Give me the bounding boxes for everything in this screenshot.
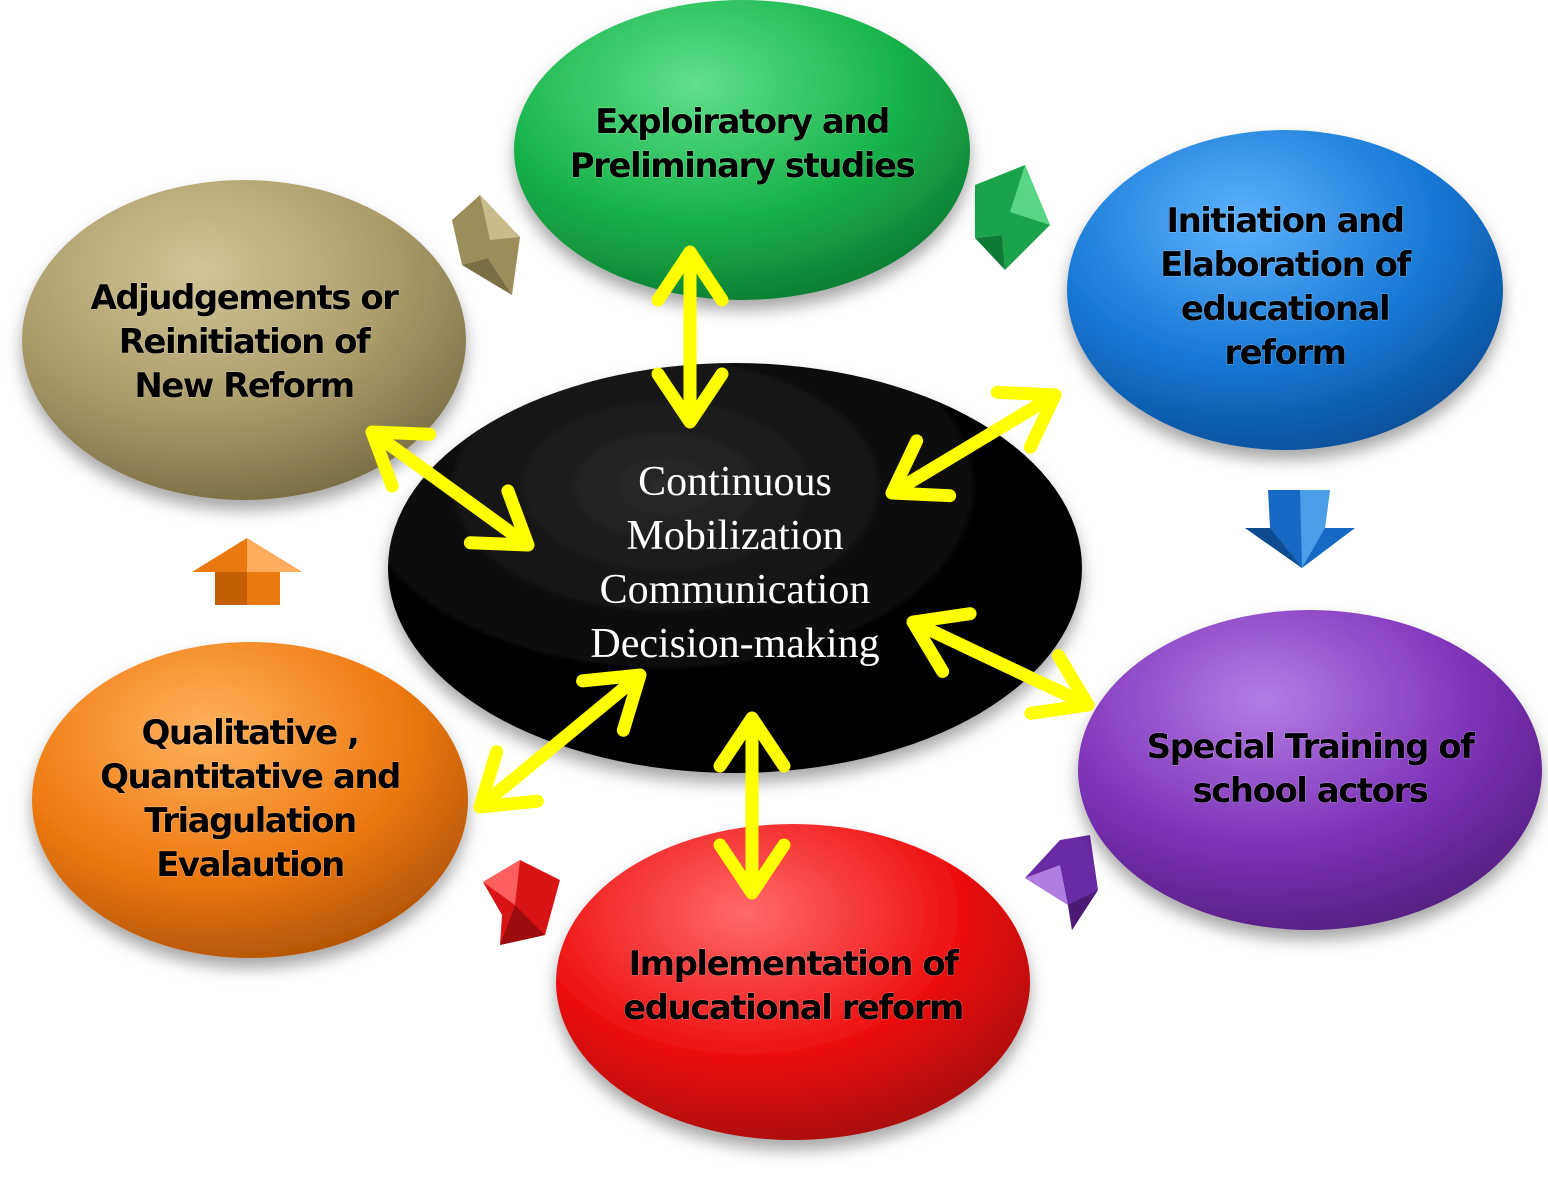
node-training-label-line: school actors: [1192, 771, 1427, 811]
node-evaluation-label-line: Evalaution: [156, 845, 344, 885]
node-evaluation-label-line: Triagulation: [144, 801, 355, 841]
cycle-arrow-implementation-to-evaluation: [483, 860, 560, 945]
node-evaluation-label-line: Quantitative and: [100, 757, 400, 797]
node-initiation-label-line: reform: [1224, 333, 1345, 373]
node-initiation-label-line: Initiation and: [1166, 201, 1403, 241]
node-evaluation-label-line: Qualitative ,: [142, 713, 359, 753]
center-label-line: Mobilization: [627, 513, 844, 559]
center-label-line: Communication: [600, 567, 871, 613]
node-adjudgement-label-line: Adjudgements or: [91, 278, 400, 318]
connector-center-implementation: [713, 711, 791, 900]
connector-center-exploratory: [651, 245, 729, 429]
node-exploratory-label-line: Preliminary studies: [570, 146, 915, 186]
node-exploratory-label-line: Exploiratory and: [595, 102, 889, 142]
node-training-label-line: Special Training of: [1147, 727, 1477, 767]
center-label-line: Continuous: [638, 459, 832, 505]
connector-center-evaluation: [473, 668, 647, 814]
node-implementation-label-line: educational reform: [623, 988, 963, 1028]
cycle-arrow-evaluation-to-adjudgement: [192, 538, 302, 605]
cycle-arrow-adjudgement-to-exploratory: [452, 195, 520, 295]
node-initiation-label-line: Elaboration of: [1160, 245, 1412, 285]
cycle-arrow-initiation-to-training: [1245, 490, 1355, 568]
connector-center-training: [906, 607, 1095, 720]
connector-center-initiation: [885, 385, 1062, 503]
connectors: [365, 245, 1095, 900]
node-adjudgement-label-line: New Reform: [134, 366, 353, 406]
connector-center-adjudgement: [365, 425, 535, 552]
cycle-arrow-training-to-implementation: [1025, 835, 1098, 930]
node-initiation-label-line: educational: [1181, 289, 1389, 329]
node-adjudgement-label-line: Reinitiation of: [119, 322, 372, 362]
node-implementation-label-line: Implementation of: [629, 944, 961, 984]
center-label-line: Decision-making: [590, 621, 879, 667]
cycle-arrow-exploratory-to-initiation: [975, 165, 1050, 270]
